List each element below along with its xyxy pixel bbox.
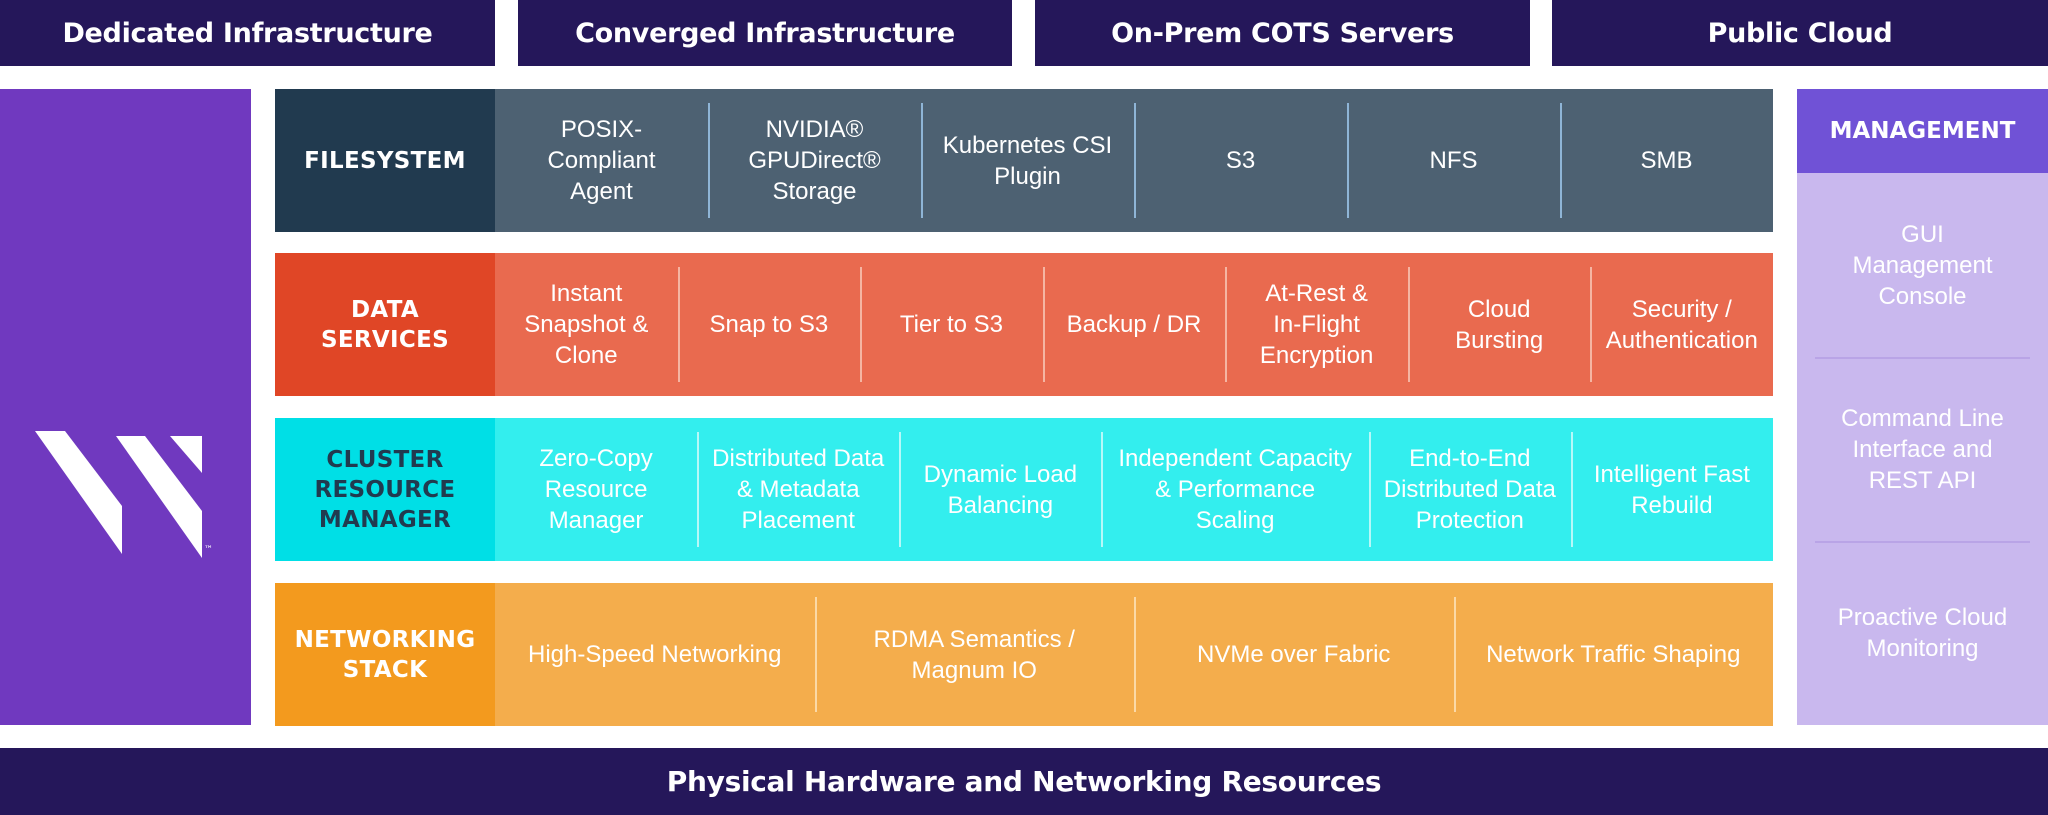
header-converged-infrastructure: Converged Infrastructure bbox=[518, 0, 1012, 66]
filesystem-item: S3 bbox=[1134, 89, 1347, 232]
trademark-symbol: ™ bbox=[204, 545, 213, 555]
data-services-item: Tier to S3 bbox=[860, 253, 1043, 396]
data-services-item: Security /Authentication bbox=[1590, 253, 1773, 396]
networking-item: NVMe over Fabric bbox=[1134, 583, 1454, 726]
brand-logo-icon: ™ bbox=[35, 431, 213, 558]
filesystem-item: NFS bbox=[1347, 89, 1560, 232]
networking-item: High-Speed Networking bbox=[528, 641, 782, 668]
networking-item: Network Traffic Shaping bbox=[1453, 583, 1774, 726]
networking-stack-items: High-Speed Networking RDMA Semantics /Ma… bbox=[495, 583, 1773, 726]
header-public-cloud: Public Cloud bbox=[1552, 0, 2048, 66]
filesystem-item: SMB bbox=[1560, 89, 1773, 232]
logo-panel: ™ bbox=[0, 89, 251, 725]
data-services-item: Backup / DR bbox=[1042, 253, 1226, 396]
physical-resources-bar: Physical Hardware and Networking Resourc… bbox=[0, 748, 2048, 815]
filesystem-label: FILESYSTEM bbox=[275, 89, 495, 232]
header-dedicated-infrastructure: Dedicated Infrastructure bbox=[0, 0, 495, 66]
management-title: MANAGEMENT bbox=[1797, 89, 2048, 173]
header-on-prem-cots-servers: On-Prem COTS Servers bbox=[1035, 0, 1530, 66]
networking-item: RDMA Semantics /Magnum IO bbox=[814, 583, 1135, 726]
data-services-item: Snap to S3 bbox=[677, 253, 861, 396]
filesystem-item: NVIDIA®GPUDirect®Storage bbox=[708, 89, 921, 232]
